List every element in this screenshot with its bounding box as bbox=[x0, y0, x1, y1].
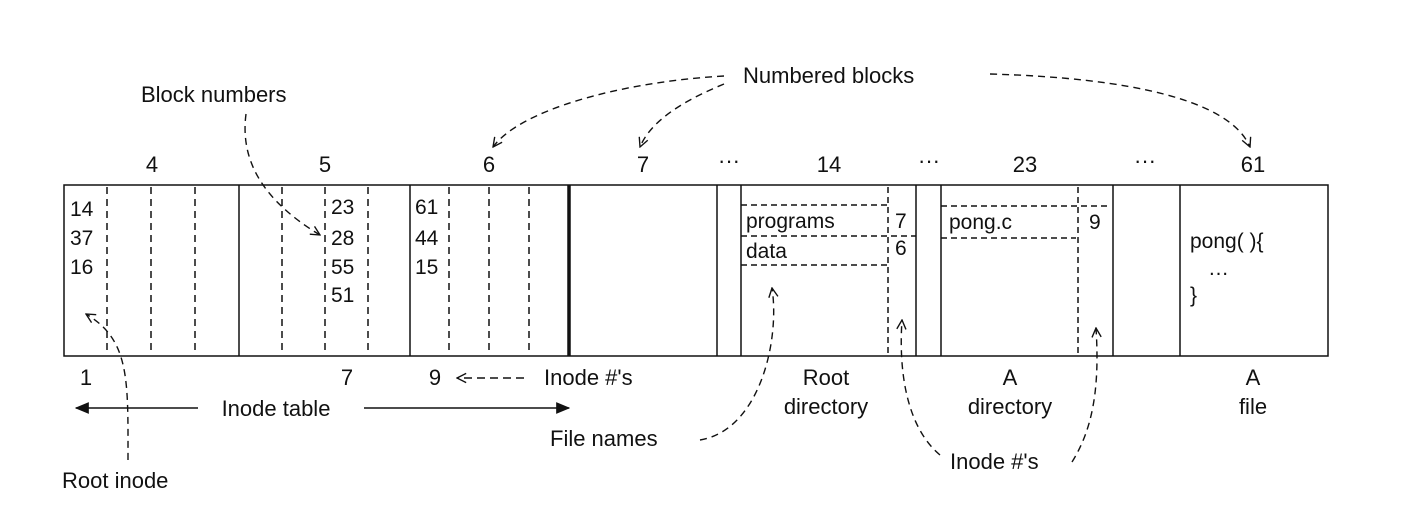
a-dir-entry-inode: 9 bbox=[1089, 211, 1101, 234]
inode-number-1: 1 bbox=[80, 365, 92, 390]
inode-numbers-label-bottom: Inode #'s bbox=[950, 449, 1039, 474]
block-number-61: 61 bbox=[1241, 152, 1265, 177]
root-dir-entry-name: programs bbox=[746, 210, 835, 233]
inode-cell-value: 44 bbox=[415, 227, 439, 250]
block-numbers-label: Block numbers bbox=[141, 82, 287, 107]
inode-cell-value: 28 bbox=[331, 227, 354, 250]
inode-table-label: Inode table bbox=[222, 396, 331, 421]
disk-strip bbox=[63, 184, 1329, 357]
inode-cell-value: 55 bbox=[331, 256, 354, 279]
root-dir-entry-name: data bbox=[746, 240, 787, 263]
inode-numbers-label-top: Inode #'s bbox=[544, 365, 633, 390]
block-number-7: 7 bbox=[637, 152, 649, 177]
inode-cell-value: 61 bbox=[415, 196, 438, 219]
inode-cell-value: 23 bbox=[331, 196, 354, 219]
file-names-arrow bbox=[699, 288, 774, 441]
inode-numbers-arrow-a-dir bbox=[1071, 328, 1097, 463]
inode-cell-value: 14 bbox=[70, 198, 94, 221]
block-number-23: 23 bbox=[1013, 152, 1037, 177]
inode-number-9: 9 bbox=[429, 365, 441, 390]
ellipsis-3: ··· bbox=[1134, 148, 1156, 173]
a-file-line-3: } bbox=[1190, 284, 1197, 307]
numbered-blocks-arrow-61 bbox=[989, 73, 1250, 147]
a-file-label-1: A bbox=[1246, 365, 1261, 390]
a-dir-entry-name: pong.c bbox=[949, 211, 1012, 234]
inode-cell-value: 37 bbox=[70, 227, 93, 250]
inode-cell-value: 15 bbox=[415, 256, 438, 279]
a-directory-label-1: A bbox=[1003, 365, 1018, 390]
inode-numbers-arrow-root-dir bbox=[901, 320, 941, 456]
root-directory-table bbox=[741, 187, 916, 354]
file-names-label: File names bbox=[550, 426, 658, 451]
numbered-blocks-label: Numbered blocks bbox=[743, 63, 914, 88]
a-file-line-2: … bbox=[1208, 257, 1229, 280]
root-inode-arrow bbox=[86, 314, 129, 461]
inode-slot-dividers bbox=[106, 187, 530, 354]
block-number-6: 6 bbox=[483, 152, 495, 177]
root-directory-label-1: Root bbox=[803, 365, 849, 390]
root-dir-entry-inode: 6 bbox=[895, 237, 907, 260]
a-directory-label-2: directory bbox=[968, 394, 1052, 419]
inode-number-7: 7 bbox=[341, 365, 353, 390]
root-dir-entry-inode: 7 bbox=[895, 210, 907, 233]
inode-cell-value: 16 bbox=[70, 256, 93, 279]
a-file-label-2: file bbox=[1239, 394, 1267, 419]
a-directory-table bbox=[941, 187, 1107, 354]
ellipsis-2: ··· bbox=[918, 148, 940, 173]
ellipsis-1: ··· bbox=[718, 148, 740, 173]
block-number-4: 4 bbox=[146, 152, 158, 177]
inode-cell-value: 51 bbox=[331, 284, 354, 307]
root-inode-label: Root inode bbox=[62, 468, 168, 493]
block-number-5: 5 bbox=[319, 152, 331, 177]
block-numbers-arrow bbox=[244, 113, 320, 235]
block-number-14: 14 bbox=[817, 152, 841, 177]
a-file-line-1: pong( ){ bbox=[1190, 230, 1264, 253]
numbered-blocks-arrow-7 bbox=[640, 83, 725, 147]
root-directory-label-2: directory bbox=[784, 394, 868, 419]
numbered-blocks-arrow-6 bbox=[493, 75, 725, 147]
